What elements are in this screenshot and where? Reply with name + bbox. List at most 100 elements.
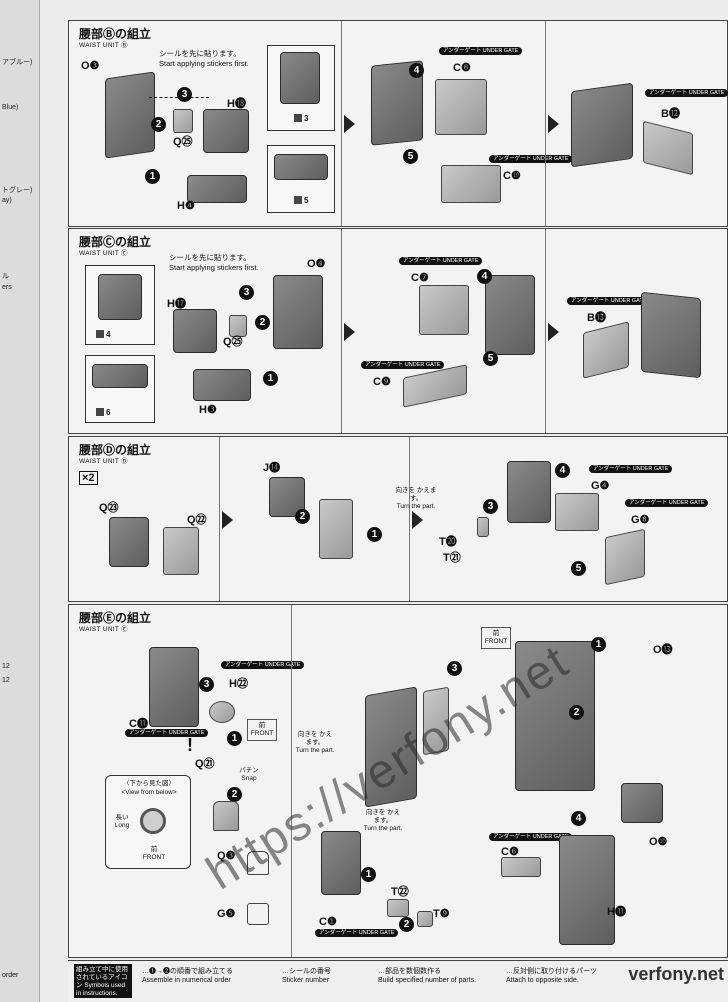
- step-badge: 2: [569, 705, 584, 720]
- step-badge: 1: [361, 867, 376, 882]
- sticker-inset: 5: [267, 145, 335, 213]
- symbol-legend: 組み立て中に使用 されているアイコン Symbols used in instr…: [68, 960, 728, 1002]
- next-arrow: [222, 511, 233, 529]
- turn-note-en: Turn the part.: [396, 503, 436, 510]
- step-divider: [545, 229, 546, 433]
- step-divider: [341, 229, 342, 433]
- under-gate-badge: アンダーゲート UNDER GATE: [315, 929, 399, 937]
- step-badge: 1: [227, 731, 242, 746]
- part-label: O❸: [81, 60, 100, 72]
- section-subtitle: WAIST UNIT Ⓓ: [79, 458, 128, 465]
- waist-frame-part: [559, 835, 615, 945]
- section-title: 腰部Ⓔの組立: [79, 611, 152, 625]
- step-badge: 1: [263, 371, 278, 386]
- cap-part: [247, 851, 269, 875]
- next-arrow: [548, 115, 559, 133]
- part-label: O⓭: [653, 644, 673, 656]
- view-label-en: <View from below>: [121, 789, 177, 796]
- strip-label: ers: [2, 284, 12, 291]
- part-label: B⓭: [587, 312, 606, 324]
- under-gate-badge: アンダーゲート UNDER GATE: [361, 361, 445, 369]
- next-arrow: [344, 115, 355, 133]
- part-label: C❿: [503, 170, 521, 182]
- part-label: O❿: [649, 836, 668, 848]
- legend-title: 組み立て中に使用 されているアイコン Symbols used in instr…: [74, 964, 132, 998]
- part-label: C❻: [501, 846, 519, 858]
- sticker-note-ja: シールを先に貼ります。: [159, 49, 241, 58]
- section-waist-unit-e: 腰部Ⓔの組立 WAIST UNIT Ⓔ アンダーゲート UNDER GATE H…: [68, 604, 728, 958]
- section-title: 腰部Ⓑの組立: [79, 27, 152, 41]
- armor-part: [98, 274, 142, 320]
- part-label: C❾: [373, 376, 391, 388]
- small-part: [229, 315, 247, 337]
- step-badge: 4: [477, 269, 492, 284]
- step-badge: 2: [151, 117, 166, 132]
- cylinder-part: [213, 801, 239, 831]
- part-label: H⓱: [167, 298, 186, 310]
- cover-part: [435, 79, 487, 135]
- sticker-inset: 4: [85, 265, 155, 345]
- small-part: [173, 109, 193, 133]
- armor-part: [280, 52, 320, 104]
- part-label: T❾: [433, 908, 450, 920]
- under-gate-badge: アンダーゲート UNDER GATE: [125, 729, 209, 737]
- part-label: H❸: [199, 404, 217, 416]
- sticker-icon: [96, 408, 104, 416]
- armor-part: [193, 369, 251, 401]
- part-label: Q㉕: [173, 136, 193, 148]
- part-label: T㉒: [391, 886, 409, 898]
- armor-part: [571, 82, 633, 168]
- step-badge: 5: [483, 351, 498, 366]
- sticker-icon: [96, 330, 104, 338]
- armor-part: [507, 461, 551, 523]
- turn-note-ja: 向きを かえます。: [395, 487, 437, 502]
- section-waist-unit-b: 腰部Ⓑの組立 WAIST UNIT Ⓑ シールを先に貼ります。 Start ap…: [68, 20, 728, 227]
- part-label: O❹: [307, 258, 326, 270]
- part-label: H⓲: [227, 98, 246, 110]
- next-arrow: [548, 323, 559, 341]
- under-gate-badge: アンダーゲート UNDER GATE: [489, 155, 573, 163]
- part-label: Q㉓: [99, 502, 119, 514]
- cover-part: [643, 120, 693, 176]
- sticker-inset: 6: [85, 355, 155, 423]
- step-divider: [545, 21, 546, 226]
- under-gate-badge: アンダーゲート UNDER GATE: [439, 47, 523, 55]
- cover-part: [403, 364, 467, 408]
- armor-part: [641, 291, 701, 379]
- step-badge: 2: [399, 917, 414, 932]
- strip-label: ay): [2, 197, 12, 204]
- under-gate-badge: アンダーゲート UNDER GATE: [625, 499, 709, 507]
- part-label: J⓮: [263, 462, 281, 474]
- section-title: 腰部Ⓓの組立: [79, 443, 152, 457]
- part-label: H❹: [177, 200, 195, 212]
- part-label: C❽: [453, 62, 471, 74]
- step-divider: [341, 21, 342, 226]
- armor-part: [109, 517, 149, 567]
- part-label: T㉑: [443, 552, 461, 564]
- armor-part: [321, 831, 361, 895]
- left-strip-order: order: [2, 972, 19, 979]
- part-label: Q❸: [217, 850, 236, 862]
- section-subtitle: WAIST UNIT Ⓑ: [79, 42, 128, 49]
- armor-part: [203, 109, 249, 153]
- step-badge: 4: [409, 63, 424, 78]
- part-label: C❶: [319, 916, 337, 928]
- strip-label: アブルー): [2, 59, 33, 66]
- sticker-inset: 3: [267, 45, 335, 131]
- part-label: Q㉒: [187, 514, 207, 526]
- part-label: Q㉑: [195, 758, 215, 770]
- next-arrow: [412, 511, 423, 529]
- gear-diagram: [140, 808, 166, 834]
- under-gate-badge: アンダーゲート UNDER GATE: [589, 465, 673, 473]
- under-gate-badge: アンダーゲート UNDER GATE: [221, 661, 305, 669]
- step-badge: 2: [295, 509, 310, 524]
- turn-note-ja: 向きを かえます。: [297, 731, 333, 746]
- sticker-note-en: Start applying stickers first.: [159, 59, 249, 68]
- step-badge: 1: [591, 637, 606, 652]
